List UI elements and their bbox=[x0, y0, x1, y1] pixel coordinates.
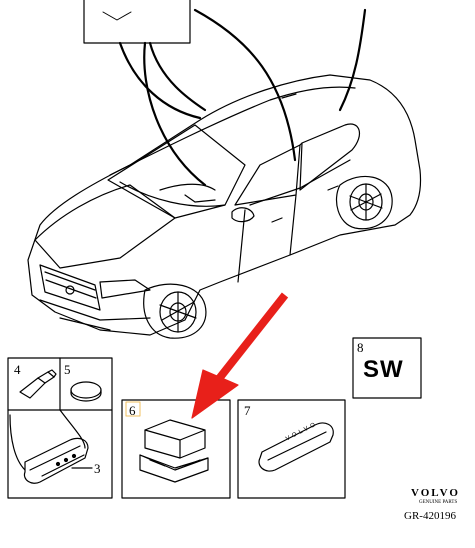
part-8-label: SW bbox=[363, 356, 404, 383]
drawing-number: GR-420196 bbox=[404, 510, 456, 522]
key-fob-part-3 bbox=[9, 409, 93, 484]
callout-number-6: 6 bbox=[129, 403, 136, 418]
callout-box-8 bbox=[352, 337, 422, 399]
leader-lines bbox=[118, 8, 367, 187]
key-case-part-6 bbox=[139, 419, 209, 483]
key-blade-part-4 bbox=[19, 369, 57, 399]
parts-box-6 bbox=[121, 399, 231, 499]
car-illustration bbox=[27, 74, 422, 339]
key-fob-part-7 bbox=[258, 422, 334, 472]
parts-box-7 bbox=[237, 399, 346, 499]
callout-number-5: 5 bbox=[64, 362, 71, 377]
red-arrow bbox=[191, 292, 289, 419]
battery-part-5 bbox=[70, 381, 102, 402]
brand-logo: VOLVO bbox=[411, 487, 460, 499]
top-callout-box bbox=[83, 0, 191, 44]
parts-box-4-5 bbox=[7, 357, 113, 499]
callout-number-7: 7 bbox=[244, 403, 251, 418]
callout-number-4: 4 bbox=[14, 362, 21, 377]
brand-tagline: GENUINE PARTS bbox=[419, 500, 458, 505]
callout-number-8: 8 bbox=[357, 340, 364, 355]
callout-number-3: 3 bbox=[94, 461, 101, 476]
